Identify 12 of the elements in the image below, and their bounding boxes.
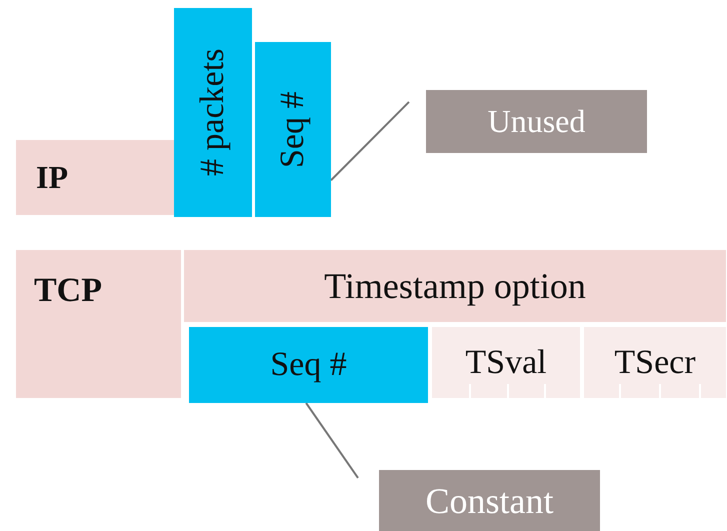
field-block: Seq # [189,327,428,403]
leader-line [305,402,359,478]
option-band: Timestamp option [184,250,726,322]
field-block: Seq # [255,42,331,217]
callout-box: Unused [426,90,647,153]
field-block: TSecr [584,327,726,398]
tcp-header-band: TCP [16,250,181,398]
ip-header-band: IP [16,140,174,215]
leader-line [330,101,410,181]
field-block: TSval [432,327,580,398]
field-block: # packets [174,8,252,217]
callout-box: Constant [379,470,600,531]
